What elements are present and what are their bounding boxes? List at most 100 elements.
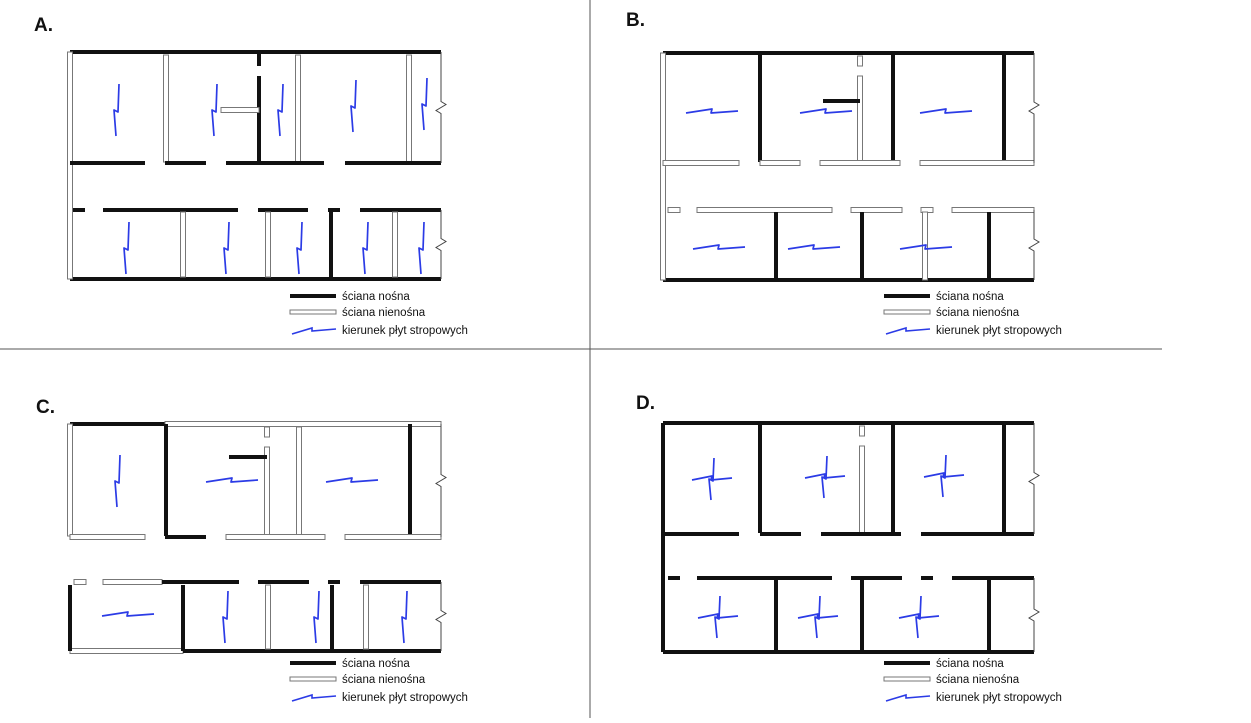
non-load-bearing-wall — [264, 426, 270, 438]
two-way-slab-arrow-icon — [797, 595, 839, 639]
non-load-bearing-wall — [295, 54, 301, 163]
legend-non-load-bearing-swatch — [289, 676, 337, 682]
legend-c: ściana nośna ściana nienośna kierunek pł… — [289, 658, 468, 704]
vertical-slab-arrow-icon — [362, 221, 369, 275]
non-load-bearing-wall — [850, 207, 903, 213]
floor-plan-b — [660, 51, 1040, 282]
two-way-slab-arrow-icon — [898, 595, 940, 639]
legend-slab-direction-label: kierunek płyt stropowych — [342, 325, 468, 337]
vertical-slab-arrow-icon — [113, 83, 120, 137]
non-load-bearing-wall — [919, 160, 1035, 166]
non-load-bearing-wall — [819, 160, 901, 166]
legend-slab-direction-label: kierunek płyt stropowych — [936, 692, 1062, 704]
non-load-bearing-wall — [859, 425, 865, 437]
break-line-icon — [1028, 53, 1040, 163]
non-load-bearing-wall — [392, 211, 398, 278]
vertical-slab-arrow-icon — [313, 590, 320, 644]
panel-label-c: C. — [36, 397, 55, 418]
legend-load-bearing-label: ściana nośna — [936, 658, 1004, 670]
legend-b: ściana nośna ściana nienośna kierunek pł… — [883, 291, 1062, 337]
non-load-bearing-wall — [102, 579, 163, 585]
legend-non-load-bearing-label: ściana nienośna — [342, 307, 426, 319]
legend-d: ściana nośna ściana nienośna kierunek pł… — [883, 658, 1062, 704]
non-load-bearing-wall — [264, 446, 270, 537]
horizontal-slab-arrow-icon — [101, 611, 155, 617]
horizontal-slab-arrow-icon — [205, 477, 259, 483]
vertical-slab-arrow-icon — [421, 77, 428, 131]
legend-non-load-bearing-label: ściana nienośna — [936, 674, 1020, 686]
two-way-slab-arrow-icon — [804, 455, 846, 499]
vertical-slab-arrow-icon — [277, 83, 284, 137]
panel-label-d: D. — [636, 393, 655, 414]
horizontal-slab-arrow-icon — [899, 244, 953, 250]
non-load-bearing-wall — [265, 211, 271, 278]
vertical-slab-arrow-icon — [223, 221, 230, 275]
vertical-slab-arrow-icon — [211, 83, 218, 137]
non-load-bearing-wall — [857, 75, 863, 163]
two-way-slab-arrow-icon — [923, 454, 965, 498]
vertical-slab-arrow-icon — [296, 221, 303, 275]
non-load-bearing-wall — [296, 426, 302, 537]
non-load-bearing-wall — [225, 534, 326, 540]
horizontal-slab-arrow-icon — [919, 108, 973, 114]
panel-label-a: A. — [34, 15, 53, 36]
non-load-bearing-wall — [406, 54, 412, 163]
non-load-bearing-wall — [857, 55, 863, 67]
panel-label-b: B. — [626, 10, 645, 31]
non-load-bearing-wall — [696, 207, 833, 213]
non-load-bearing-wall — [660, 52, 666, 281]
horizontal-slab-arrow-icon — [799, 108, 853, 114]
horizontal-slab-arrow-icon — [325, 477, 379, 483]
floor-plan-c — [67, 421, 447, 654]
non-load-bearing-wall — [859, 445, 865, 534]
legend-load-bearing-label: ściana nośna — [342, 658, 410, 670]
horizontal-slab-arrow-icon — [787, 244, 841, 250]
legend-slab-direction-label: kierunek płyt stropowych — [936, 325, 1062, 337]
break-line-icon — [1028, 578, 1040, 652]
vertical-slab-arrow-icon — [114, 454, 121, 508]
non-load-bearing-wall — [363, 584, 369, 650]
break-line-icon — [1028, 423, 1040, 534]
non-load-bearing-wall — [67, 423, 73, 537]
legend-non-load-bearing-label: ściana nienośna — [342, 674, 426, 686]
non-load-bearing-wall — [67, 51, 73, 280]
non-load-bearing-wall — [73, 579, 87, 585]
non-load-bearing-wall — [265, 584, 271, 650]
non-load-bearing-wall — [180, 211, 186, 278]
non-load-bearing-wall — [69, 648, 184, 654]
legend-non-load-bearing-label: ściana nienośna — [936, 307, 1020, 319]
horizontal-slab-arrow-icon — [692, 244, 746, 250]
two-way-slab-arrow-icon — [691, 457, 733, 501]
legend-a: ściana nośna ściana nienośna kierunek pł… — [289, 291, 468, 337]
break-line-icon — [435, 582, 447, 651]
non-load-bearing-wall — [759, 160, 801, 166]
two-way-slab-arrow-icon — [697, 595, 739, 639]
non-load-bearing-wall — [163, 54, 169, 163]
vertical-slab-arrow-icon — [123, 221, 130, 275]
non-load-bearing-wall — [164, 421, 442, 427]
legend-non-load-bearing-swatch — [883, 676, 931, 682]
vertical-slab-arrow-icon — [222, 590, 229, 644]
non-load-bearing-wall — [667, 207, 681, 213]
break-line-icon — [435, 52, 447, 163]
legend-non-load-bearing-swatch — [289, 309, 337, 315]
break-line-icon — [435, 424, 447, 537]
break-line-icon — [1028, 210, 1040, 280]
horizontal-slab-arrow-icon — [685, 108, 739, 114]
non-load-bearing-wall — [951, 207, 1035, 213]
legend-slab-arrow-icon — [291, 693, 337, 702]
non-load-bearing-wall — [662, 160, 740, 166]
non-load-bearing-wall — [220, 107, 260, 113]
floor-plan-d — [661, 421, 1040, 654]
legend-non-load-bearing-swatch — [883, 309, 931, 315]
vertical-slab-arrow-icon — [401, 590, 408, 644]
vertical-slab-arrow-icon — [350, 79, 357, 133]
floor-plan-a — [67, 50, 447, 281]
legend-load-bearing-label: ściana nośna — [342, 291, 410, 303]
legend-slab-arrow-icon — [885, 693, 931, 702]
non-load-bearing-wall — [69, 534, 146, 540]
non-load-bearing-wall — [344, 534, 442, 540]
break-line-icon — [435, 210, 447, 279]
vertical-slab-arrow-icon — [418, 221, 425, 275]
